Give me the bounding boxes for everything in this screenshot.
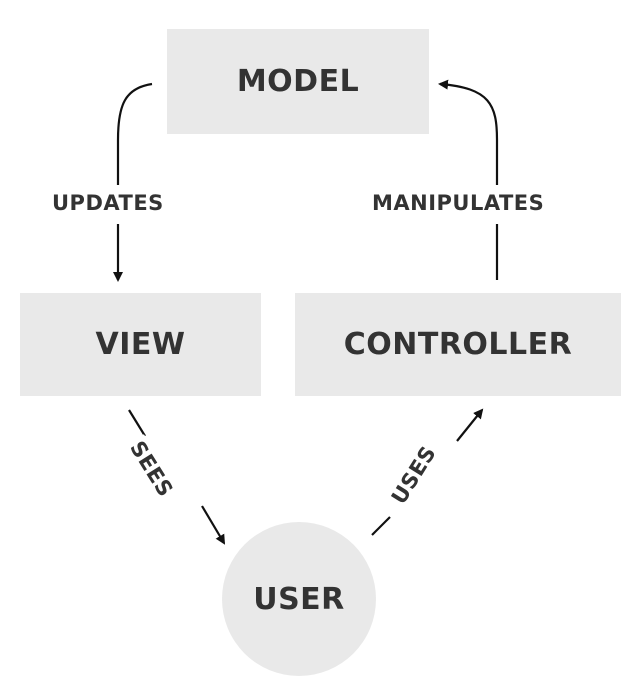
updates-arrow [116,82,153,185]
controller-node: CONTROLLER [295,293,621,396]
user-label: USER [253,581,345,617]
view-label: VIEW [95,327,186,362]
manipulates-arrow [438,79,499,185]
controller-label: CONTROLLER [343,327,573,362]
model-label: MODEL [236,64,360,99]
updates-label: UPDATES [49,191,167,215]
sees-arrow-lower [201,505,226,545]
uses-arrow-lower [371,516,391,536]
view-node: VIEW [20,293,261,396]
model-node: MODEL [167,29,429,134]
sees-arrow-upper [128,409,146,437]
user-node: USER [222,522,376,676]
uses-arrow-upper [456,408,484,442]
manipulates-label: MANIPULATES [369,191,548,215]
